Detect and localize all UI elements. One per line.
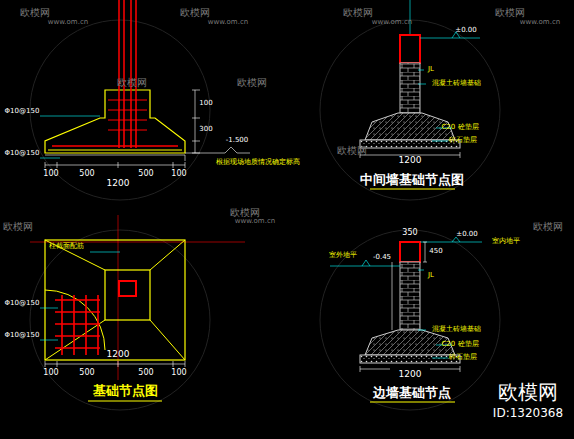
title: 中间墙基础节点图	[360, 173, 464, 187]
rebar-note: Φ10@150	[5, 150, 40, 158]
rebar-note: Φ10@150	[5, 108, 40, 116]
middle-wall-section	[360, 0, 480, 189]
dimension: 350	[402, 229, 417, 238]
elevation: ±0.00	[455, 27, 476, 35]
column-foundation-plan	[30, 215, 245, 401]
dimension: 500	[79, 170, 94, 179]
dimension: 100	[199, 100, 212, 108]
note: 碎石垫层	[449, 137, 477, 145]
watermark: www.om.cn	[520, 19, 560, 27]
note: C20 砼垫层	[441, 124, 478, 132]
watermark: 欧模网	[533, 221, 563, 232]
dimension: 100	[171, 170, 186, 179]
note: 碎石垫层	[449, 354, 477, 362]
edge-wall-section	[330, 237, 482, 402]
note: 室外地平	[329, 252, 357, 260]
elevation: ±0.00	[456, 231, 477, 239]
watermark: 欧模网	[3, 221, 33, 232]
dimension: 500	[138, 170, 153, 179]
watermark: www.om.cn	[372, 19, 412, 27]
note: 室内地平	[492, 238, 520, 246]
watermark: 欧模网	[337, 145, 367, 156]
note: C20 砼垫层	[441, 341, 478, 349]
dimension: 100	[43, 369, 58, 378]
rebar-note: Φ10@150	[5, 332, 40, 340]
watermark: ID:1320368	[493, 407, 563, 420]
title: 基础节点图	[93, 384, 158, 398]
watermark: 欧模网	[495, 7, 525, 18]
watermark: 欧模网	[180, 7, 210, 18]
note: 混凝土砖墙基础	[432, 80, 481, 88]
dimension: 1200	[399, 156, 422, 166]
watermark: 欧模网	[498, 381, 558, 403]
elevation: -1.500	[226, 137, 249, 145]
dimension: 300	[199, 126, 212, 134]
dimension: 100	[171, 369, 186, 378]
column-foundation-section	[40, 0, 250, 168]
beam-label: JL	[428, 66, 434, 74]
dimension: 1200	[107, 350, 130, 360]
watermark: www.om.cn	[48, 19, 88, 27]
watermark: www.om.cn	[208, 19, 248, 27]
dimension: 500	[79, 369, 94, 378]
dimension: 1200	[107, 179, 130, 189]
watermark-circles	[30, 20, 500, 410]
rebar-note: Φ10@150	[5, 300, 40, 308]
watermark: 欧模网	[343, 7, 373, 18]
dimension: 500	[138, 369, 153, 378]
dimension: 100	[43, 170, 58, 179]
note: 柱截面配筋	[49, 243, 84, 251]
watermark: www.om.cn	[235, 218, 275, 226]
title: 边墙基础节点	[373, 386, 451, 400]
watermark: 欧模网	[117, 77, 147, 88]
note: 根据现场地质情况确定标高	[216, 159, 300, 167]
watermark: 欧模网	[230, 207, 260, 218]
dimension: 1200	[399, 370, 422, 380]
elevation: -0.45	[373, 254, 391, 262]
watermark: 欧模网	[237, 77, 267, 88]
dimension: 450	[429, 248, 442, 256]
note: 混凝土砖墙基础	[432, 326, 481, 334]
watermark: 欧模网	[20, 7, 50, 18]
beam-label: JL	[428, 272, 434, 280]
